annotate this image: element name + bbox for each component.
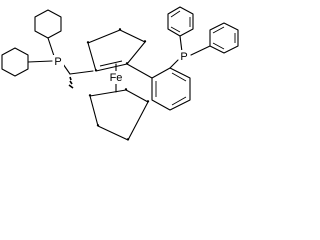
radical-dot: • — [118, 26, 123, 35]
cyclohexyl-ring-left — [1, 47, 53, 77]
radical-dot: • — [126, 136, 131, 145]
phenyl-ring-upper-left — [167, 6, 194, 53]
phosphorus-label-left: P — [54, 56, 61, 68]
phenylene-ring — [151, 59, 191, 111]
radical-dot: • — [96, 122, 101, 131]
radical-dot: • — [125, 60, 130, 69]
cp-radical-dots: • • • • • • • • • • — [86, 26, 151, 145]
cp-aryl-bond — [126, 63, 153, 79]
radical-dot: • — [124, 86, 129, 95]
cyclopentadienyl-ring-lower — [89, 89, 149, 141]
radical-dot: • — [86, 39, 91, 48]
cyclohexyl-ring-upper — [34, 9, 62, 57]
radical-dot: • — [94, 67, 99, 76]
radical-dot: • — [88, 92, 93, 101]
radical-dot: • — [146, 98, 151, 107]
phosphorus-label-right: P — [180, 51, 187, 63]
phenyl-ring-right — [190, 22, 239, 56]
cyclopentadienyl-ring-upper — [87, 29, 146, 72]
phosphine-bonds — [62, 63, 94, 89]
iron-label: Fe — [110, 72, 123, 84]
radical-dot: • — [143, 38, 148, 47]
chemical-structure-diagram: P P Fe • • • • • • • • • • — [1, 6, 239, 145]
